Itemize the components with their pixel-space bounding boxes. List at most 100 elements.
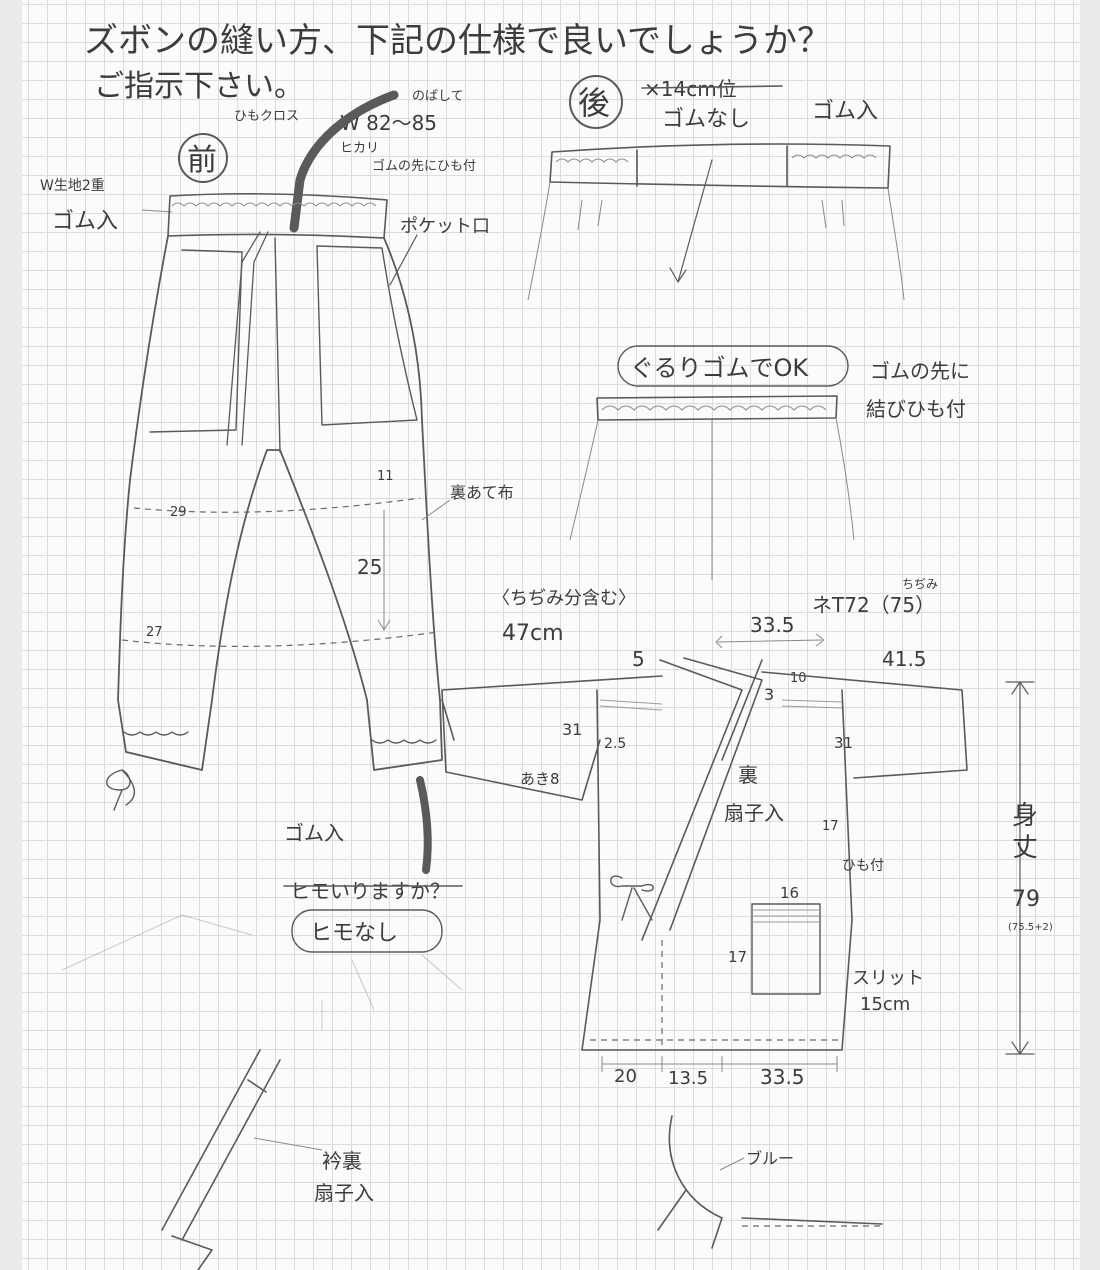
pocket-arrow [389,234,418,286]
himo-nashi-bubble [291,909,443,953]
mitake-arrow [1005,681,1035,1055]
back-struck-line [641,85,783,89]
chijimi-note: 〈ちぢみ分含む〉 [492,588,636,609]
back-gomu-nashi: ゴムなし [662,107,750,132]
dim-31-right: 31 [834,734,853,752]
chijimi-small: ちぢみ [902,576,938,591]
graph-paper-sheet: ズボンの縫い方、下記の仕様で良いでしょうか？ ご指示下さい。 前 ひもクロス の… [22,0,1080,1270]
blue-label: ブルー [746,1149,794,1168]
pants-outline [117,235,443,771]
knee-dim-25: 25 [357,555,382,579]
himo-nashi: ヒモなし [310,921,398,946]
back-mark-circle [569,75,623,129]
jacket-right-sleeve [761,671,968,779]
back-note-2: 結びひも付 [866,397,966,421]
drawstring-inner [291,92,397,231]
collar-label-1: 衿裏 [322,1149,362,1173]
dim-79-small: (75.5+2) [1008,922,1053,933]
jacket-body [581,689,853,1051]
back-body [527,181,905,301]
bottom-335: 33.5 [760,1065,805,1089]
hikari-label: ヒカリ [340,141,379,156]
knee-dim-arrow [377,510,391,631]
alt-body [569,417,855,580]
back-note-1: ゴムの先に [870,359,970,383]
sensu-label: 扇子入 [724,801,784,825]
sleeve-47: 47cm [502,621,564,646]
knee-dim-11: 11 [377,469,394,484]
collar-detail [161,1049,281,1270]
pocket-right [316,245,418,426]
blue-detail [657,1115,883,1249]
knee-dim-29: 29 [170,505,187,520]
jacket-pocket [751,903,821,995]
back-mark: 後 [578,84,610,122]
bottom-135: 13.5 [668,1068,708,1089]
shoulder-hatch [599,699,843,711]
himo-tsuki: ひも付 [842,858,884,874]
pocket-left [149,249,243,433]
collar-leader [253,1137,323,1151]
waist-arrow [141,209,173,213]
dim-335-arrow [715,633,825,649]
ok-bubble [617,345,849,387]
himo-cross-label: ひもクロス [234,109,299,124]
gomu-himo-label: ゴムの先にひも付 [372,158,476,174]
knee-seam-lower [121,631,439,647]
front-mark: 前 [187,143,217,178]
w-kiji-label: W生地2重 [40,178,105,194]
right-cuff [371,739,437,744]
back-struck-note: ×14cm位 [644,77,737,101]
dim-17a: 17 [822,819,839,834]
sewing-spec-sketch: ズボンの縫い方、下記の仕様で良いでしょうか？ ご指示下さい。 前 ひもクロス の… [40,21,1053,1270]
bottom-dim-lines [601,1056,838,1072]
waistband-ruffle [171,202,377,207]
knee-seam-upper [133,497,421,513]
front-mark-circle [178,133,228,183]
back-center-panel [636,145,788,187]
hem-gomu-label: ゴム入 [284,821,344,845]
jacket-hem-dash [590,940,838,1050]
hem-bow [106,769,136,811]
ok-note: ぐるりゴムでOK [630,354,809,382]
pocket-label: ポケット口 [400,216,490,237]
back-ruffle [555,154,877,163]
knee-dim-27: 27 [146,625,163,640]
neck-label: ネT72（75） [812,593,935,617]
jacket-bow [610,875,654,921]
jacket-collar [641,657,763,941]
dim-25: 2.5 [604,736,626,752]
jacket-left-sleeve [441,675,663,801]
waist-gomu-label: ゴム入 [52,209,118,234]
blue-leader [719,1157,745,1171]
dim-10: 10 [790,671,807,686]
dim-335-top: 33.5 [750,613,795,637]
bottom-20: 20 [614,1066,637,1087]
aki-label: あき8 [520,770,560,788]
mitake-2: 丈 [1012,833,1038,863]
header-question: ズボンの縫い方、下記の仕様で良いでしょうか？ [84,21,831,61]
dim-17b: 17 [728,948,747,966]
left-cuff [123,731,203,771]
pants-waistband [167,192,388,239]
back-arrow [669,159,713,283]
alt-ruffle [601,405,827,411]
nobashite-label: のばして [412,89,464,104]
front-tie [226,231,269,446]
dim-415: 41.5 [882,647,927,671]
dim-79: 79 [1012,887,1040,912]
dim-31-left: 31 [562,720,582,739]
ura-label: 裏 [738,763,758,787]
faint-lines [61,914,463,1030]
dim-16: 16 [780,884,799,902]
back-gomu-iri: ゴム入 [812,99,878,124]
dim-5: 5 [632,647,645,671]
slit-size: 15cm [860,994,910,1015]
ura-ate-label: 裏あて布 [450,483,514,502]
ura-ate-arrow [421,499,451,521]
mitake-1: 身 [1012,801,1038,831]
dim-3: 3 [764,685,774,704]
header-request: ご指示下さい。 [94,69,304,104]
pants-fly [274,237,281,453]
pocket-hatch [752,909,820,923]
